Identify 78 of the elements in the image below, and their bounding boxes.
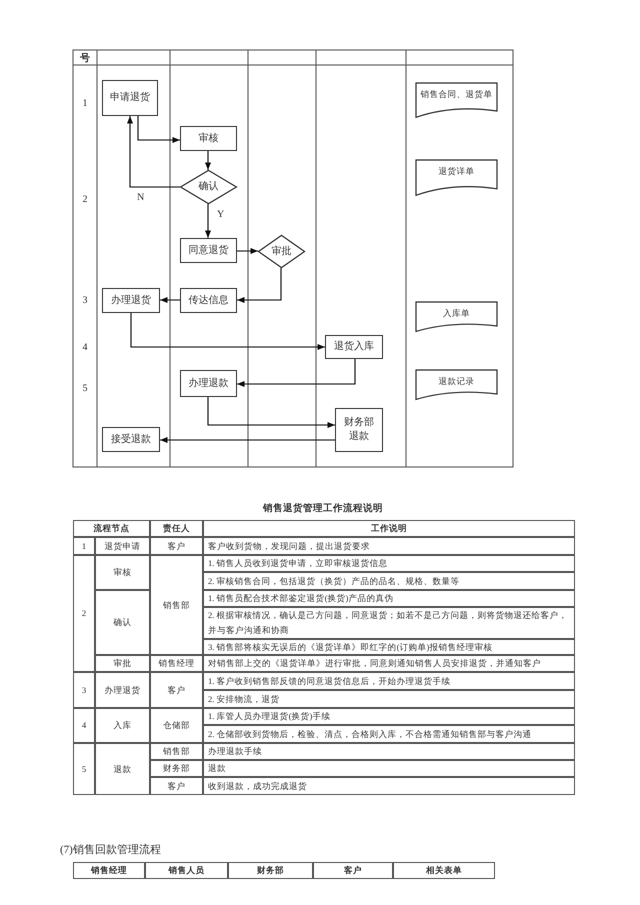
table-cell: 退货申请 (95, 537, 150, 555)
table-header: 工作说明 (203, 520, 575, 537)
table-cell: 2. 审核销售合同，包括退货（换货）产品的品名、规格、数量等 (203, 572, 575, 590)
table-cell: 退款 (95, 743, 150, 795)
process-box: 财务部退款 (335, 408, 383, 452)
table-cell: 办理退货 (95, 672, 150, 708)
arrow (126, 116, 180, 188)
decision-diamond: 确认 (180, 170, 237, 204)
table-cell: 销售部 (150, 743, 203, 760)
table-title: 销售退货管理工作流程说明 (262, 502, 384, 516)
arrow (204, 204, 212, 238)
table-cell: 财务部 (150, 760, 203, 777)
table-cell: 2. 仓储部收到货物后，检验、清点，合格则入库，不合格需通知销售部与客户沟通 (203, 725, 575, 743)
table-cell: 1. 客户收到销售部反馈的同意退货信息后，开始办理退货手续 (203, 672, 575, 690)
table-cell: 退款 (203, 760, 575, 777)
table-cell: 1 (73, 537, 95, 555)
table-cell: 1. 库管人员办理退货(换货)手续 (203, 708, 575, 725)
document-shape: 销售合同、退货单 (416, 83, 497, 118)
table-header: 相关表单 (393, 862, 495, 879)
document-shape: 退款记录 (416, 370, 497, 400)
table-header: 流程节点 (73, 520, 150, 537)
arrow (204, 151, 212, 170)
table-header: 客户 (313, 862, 393, 879)
table-cell: 1. 销售人员收到退货申请，立即审核退货信息 (203, 555, 575, 572)
table-cell: 收到退款，成功完成退货 (203, 777, 575, 795)
table-cell: 仓储部 (150, 708, 203, 743)
table-cell: 审批 (95, 655, 150, 672)
document-shape: 入库单 (416, 302, 497, 332)
table-cell: 1. 销售员配合技术部鉴定退货(换货)产品的真伪 (203, 590, 575, 607)
table-cell: 客户 (150, 777, 203, 795)
table-cell: 5 (73, 743, 95, 795)
process-box: 申请退货 (102, 80, 158, 116)
process-box: 办理退款 (180, 370, 237, 397)
process-box: 办理退货 (102, 288, 160, 313)
table-cell: 入库 (95, 708, 150, 743)
table-cell: 2. 根据审核情况，确认是己方问题，同意退货；如若不是己方问题，则将货物退还给客户，并与客户沟通和协商 (203, 607, 575, 639)
lane-header: 号 (79, 52, 91, 65)
table-cell: 2. 安排物流，退货 (203, 690, 575, 708)
row-number: 2 (82, 192, 88, 206)
arrow (237, 248, 258, 254)
table-cell: 客户收到货物，发现问题，提出退货要求 (203, 537, 575, 555)
table-cell: 客户 (150, 672, 203, 708)
decision-diamond: 审批 (258, 235, 305, 268)
table-cell: 销售经理 (150, 655, 203, 672)
section-heading: (7)销售回款管理流程 (60, 842, 162, 858)
table-cell: 2 (73, 555, 95, 672)
row-number: 3 (82, 294, 88, 308)
arrow (207, 397, 335, 428)
process-box: 同意退货 (180, 238, 237, 263)
document-shape: 退货详单 (416, 160, 497, 196)
arrow (237, 268, 282, 304)
table-cell: 办理退款手续 (203, 743, 575, 760)
table-cell: 4 (73, 708, 95, 743)
table-header: 财务部 (228, 862, 313, 879)
process-box: 接受退款 (102, 427, 160, 452)
arrow (160, 296, 180, 304)
arrow (137, 116, 180, 144)
table-cell: 销售部 (150, 555, 203, 655)
table-cell: 确认 (95, 590, 150, 655)
row-number: 5 (82, 382, 88, 396)
table-cell: 对销售部上交的《退货详单》进行审批，同意则通知销售人员安排退货，并通知客户 (203, 655, 575, 672)
edge-label: N (136, 192, 146, 203)
table-header: 责任人 (150, 520, 203, 537)
process-box: 审核 (180, 126, 237, 151)
table-cell: 客户 (150, 537, 203, 555)
row-number: 1 (82, 96, 88, 110)
table-cell: 3 (73, 672, 95, 708)
table-header: 销售经理 (73, 862, 145, 879)
row-number: 4 (82, 340, 88, 354)
table-header: 销售人员 (145, 862, 228, 879)
process-box: 传达信息 (180, 288, 237, 313)
process-box: 退货入库 (325, 335, 383, 359)
arrow (237, 359, 356, 388)
arrow (130, 313, 325, 350)
edge-label: Y (216, 209, 226, 220)
table-cell: 3. 销售部将核实无误后的《退货详单》即红字的(订购单)报销售经理审核 (203, 639, 575, 655)
arrow (160, 436, 335, 444)
table-cell: 审核 (95, 555, 150, 590)
